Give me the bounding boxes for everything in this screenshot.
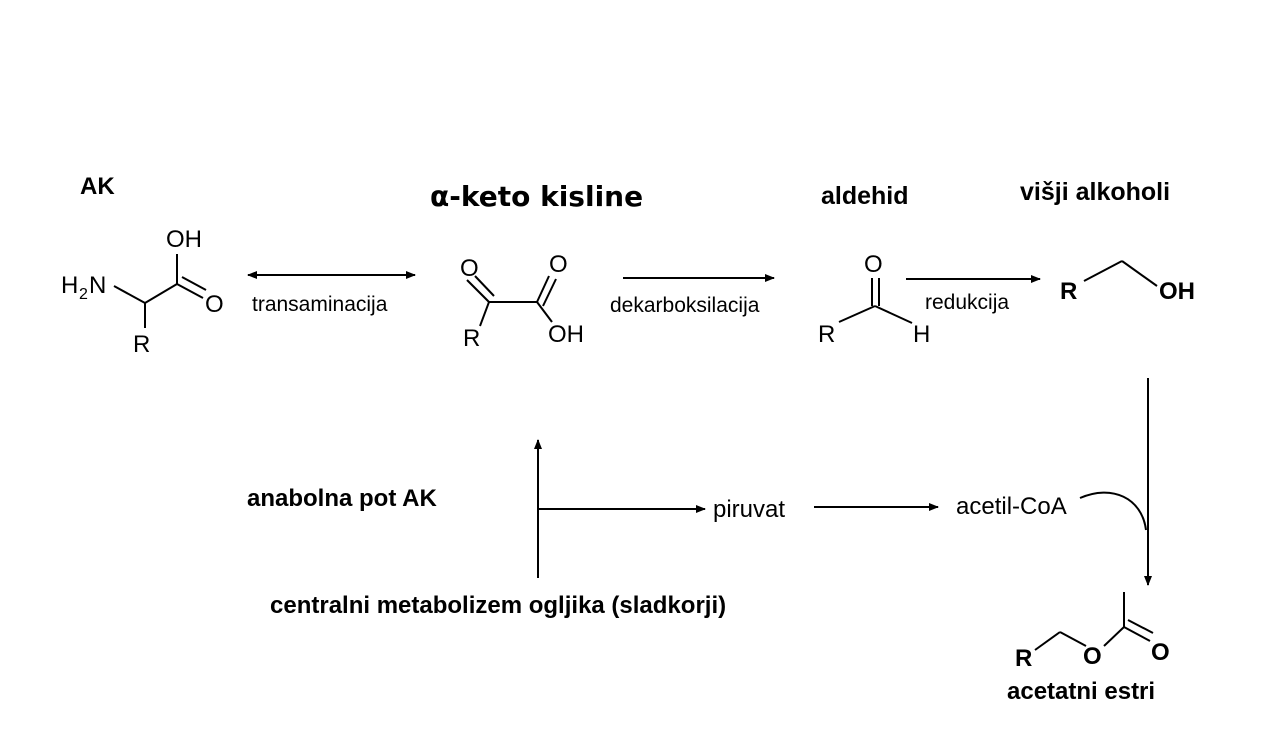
decarboxylation-label: dekarboksilacija <box>610 294 760 317</box>
svg-text:O: O <box>460 255 479 282</box>
acetyl-coa-label: acetil-CoA <box>956 493 1067 520</box>
central-metabolism-label: centralni metabolizem ogljika (sladkorji… <box>270 592 726 619</box>
reduction-label: redukcija <box>925 291 1009 314</box>
acetyl-coa-curve <box>1079 491 1147 531</box>
pyruvate-label: piruvat <box>713 496 785 523</box>
svg-text:R: R <box>1060 278 1077 305</box>
svg-text:O: O <box>1083 643 1102 670</box>
svg-text:H: H <box>61 272 78 299</box>
acetate-esters-label: acetatni estri <box>1007 678 1155 705</box>
amino-acid-structure: H 2 N OH O R <box>61 226 224 358</box>
svg-text:N: N <box>89 272 106 299</box>
svg-text:O: O <box>864 251 883 278</box>
svg-text:O: O <box>205 291 224 318</box>
svg-text:O: O <box>1151 639 1170 666</box>
svg-text:OH: OH <box>166 226 202 253</box>
higher-alcohol-structure: R OH <box>1060 260 1195 305</box>
svg-text:R: R <box>818 321 835 348</box>
keto-acid-structure: O O R OH <box>460 251 584 352</box>
svg-text:2: 2 <box>79 286 88 303</box>
svg-text:OH: OH <box>1159 278 1195 305</box>
svg-text:OH: OH <box>548 321 584 348</box>
svg-text:O: O <box>549 251 568 278</box>
anabolic-pathway-label: anabolna pot AK <box>247 485 437 512</box>
ak-heading: AK <box>80 173 115 200</box>
keto-acids-heading: α-keto kisline <box>430 180 643 213</box>
transamination-label: transaminacija <box>252 293 388 316</box>
svg-text:R: R <box>133 331 150 358</box>
aldehyde-heading: aldehid <box>821 182 909 210</box>
higher-alcohols-heading: višji alkoholi <box>1020 178 1170 206</box>
aldehyde-structure: O R H <box>818 251 930 348</box>
svg-text:H: H <box>913 321 930 348</box>
acetate-ester-structure: R O O <box>1015 592 1170 672</box>
svg-text:R: R <box>1015 645 1032 672</box>
svg-text:R: R <box>463 325 480 352</box>
